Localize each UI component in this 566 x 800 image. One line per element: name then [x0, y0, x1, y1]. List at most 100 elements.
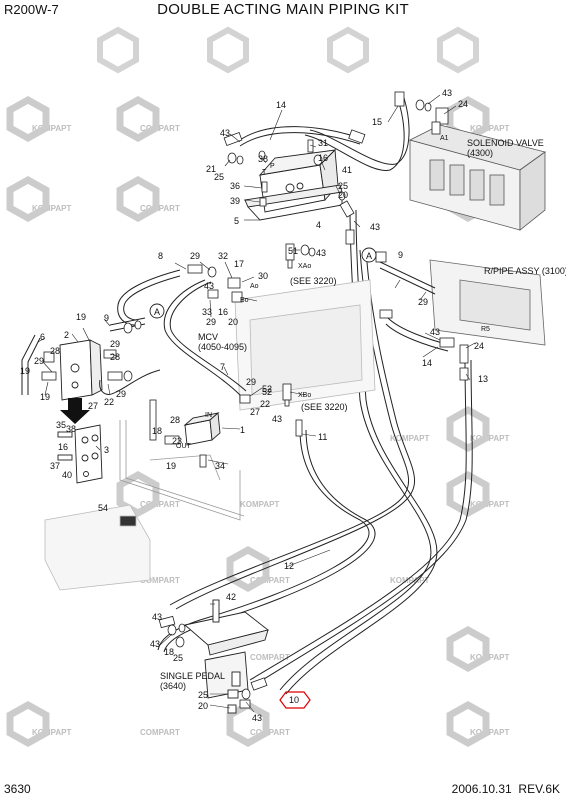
- callout-52: 52: [262, 384, 272, 394]
- marker-a-right: A: [366, 251, 372, 261]
- callout-18: 18: [164, 647, 174, 657]
- callout-34: 34: [215, 461, 225, 471]
- fitting-set-top: [223, 91, 432, 147]
- callout-43: 43: [370, 222, 380, 232]
- svg-text:COMPART: COMPART: [140, 728, 180, 737]
- callout-29: 29: [116, 389, 126, 399]
- callout-38: 38: [66, 424, 76, 434]
- note-in: IN: [205, 412, 212, 419]
- svg-text:COMPART: COMPART: [140, 500, 180, 509]
- hose-14-15: [239, 97, 410, 171]
- callout-30: 30: [258, 271, 268, 281]
- leader-lines: [37, 94, 476, 713]
- page-title: DOUBLE ACTING MAIN PIPING KIT: [157, 1, 409, 18]
- valve-bracket-2: [59, 339, 103, 401]
- callout-7: 7: [220, 362, 225, 372]
- callout-9: 9: [104, 313, 109, 323]
- svg-text:COMPART: COMPART: [140, 204, 180, 213]
- callout-14: 14: [276, 100, 286, 110]
- mounting-plate-3: [57, 424, 103, 484]
- svg-text:KOMPAPT: KOMPAPT: [470, 653, 510, 662]
- callouts: 14 15 43 24 43 21 25 38 31 16 41 25 20 4…: [20, 88, 488, 723]
- fittings-bottom: [158, 615, 268, 709]
- callout-23: 23: [172, 436, 182, 446]
- note-a1: A1: [440, 135, 449, 142]
- hose-8: [117, 269, 181, 326]
- footer-date-rev: 2006.10.31 REV.6K: [452, 782, 560, 796]
- callout-29: 29: [110, 339, 120, 349]
- highlight-hexagon: [279, 691, 311, 709]
- callout-43: 43: [442, 88, 452, 98]
- svg-text:COMPART: COMPART: [250, 728, 290, 737]
- callout-36: 36: [230, 181, 240, 191]
- callout-18: 18: [152, 426, 162, 436]
- connection-marker-a: [149, 247, 377, 319]
- callout-20: 20: [198, 701, 208, 711]
- callout-43: 43: [430, 327, 440, 337]
- note-see-3220-b: (SEE 3220): [301, 402, 348, 412]
- bolts-31-36: [259, 139, 314, 207]
- callout-6: 6: [40, 332, 45, 342]
- callout-4: 4: [316, 220, 321, 230]
- annotations: SOLENOID VALVE (4300) A1 R/PIPE ASSY (31…: [160, 135, 566, 691]
- callout-11: 11: [318, 432, 327, 442]
- note-xbo: XBo: [298, 392, 311, 399]
- callout-1: 1: [240, 425, 245, 435]
- svg-text:KOMPAPT: KOMPAPT: [470, 124, 510, 133]
- callout-41: 41: [342, 165, 352, 175]
- watermark-layer: [97, 26, 479, 74]
- callout-21: 21: [206, 164, 216, 174]
- note-r5: R5: [481, 326, 490, 333]
- hose-9: [379, 261, 436, 295]
- svg-text:KOMPAPT: KOMPAPT: [32, 728, 72, 737]
- single-pedal-assembly: [184, 599, 270, 714]
- callout-12: 12: [284, 561, 294, 571]
- callout-25: 25: [338, 181, 348, 191]
- svg-text:COMPART: COMPART: [250, 576, 290, 585]
- svg-text:KOMPAPT: KOMPAPT: [32, 204, 72, 213]
- svg-text:KOMPAPT: KOMPAPT: [470, 728, 510, 737]
- callout-20: 20: [228, 317, 238, 327]
- callout-43: 43: [316, 248, 326, 258]
- watermark-text: KOMPAPT COMPART KOMPAPT COMPART KOMPAPT …: [32, 124, 510, 737]
- callout-27: 27: [250, 407, 260, 417]
- callout-14: 14: [422, 358, 432, 368]
- callout-16: 16: [58, 442, 68, 452]
- note-p: P: [270, 163, 275, 170]
- callout-39: 39: [230, 196, 240, 206]
- callout-24: 24: [474, 341, 484, 351]
- callout-43: 43: [150, 639, 160, 649]
- callout-29: 29: [246, 377, 256, 387]
- callout-29: 29: [190, 251, 200, 261]
- callout-32: 32: [218, 251, 228, 261]
- solenoid-fitting-24: [431, 107, 449, 135]
- note-mcv-ref: (4050-4095): [198, 342, 247, 352]
- callout-43: 43: [272, 414, 282, 424]
- callout-28: 28: [170, 415, 180, 425]
- callout-35: 35: [56, 420, 66, 430]
- callout-22: 22: [260, 399, 270, 409]
- callout-25: 25: [173, 653, 183, 663]
- callout-22: 22: [104, 397, 114, 407]
- note-mcv: MCV: [198, 332, 218, 342]
- hose-6: [21, 334, 41, 395]
- callout-42: 42: [226, 592, 236, 602]
- callout-15: 15: [372, 117, 382, 127]
- svg-text:COMPART: COMPART: [250, 653, 290, 662]
- svg-text:COMPART: COMPART: [140, 576, 180, 585]
- manifold-block-4: [244, 148, 343, 221]
- note-bo: Bo: [240, 297, 249, 304]
- note-xao: XAo: [298, 263, 311, 270]
- callout-33: 33: [202, 307, 212, 317]
- callout-16: 16: [318, 153, 328, 163]
- callout-16: 16: [218, 307, 228, 317]
- valve-1: [183, 412, 221, 446]
- callout-24: 24: [458, 99, 468, 109]
- pipe-frame-left: [119, 420, 245, 521]
- svg-text:KOMPAPT: KOMPAPT: [470, 434, 510, 443]
- callout-43: 43: [252, 713, 262, 723]
- fittings-center: [187, 150, 469, 437]
- callout-43: 43: [220, 128, 230, 138]
- callout-19: 19: [76, 312, 86, 322]
